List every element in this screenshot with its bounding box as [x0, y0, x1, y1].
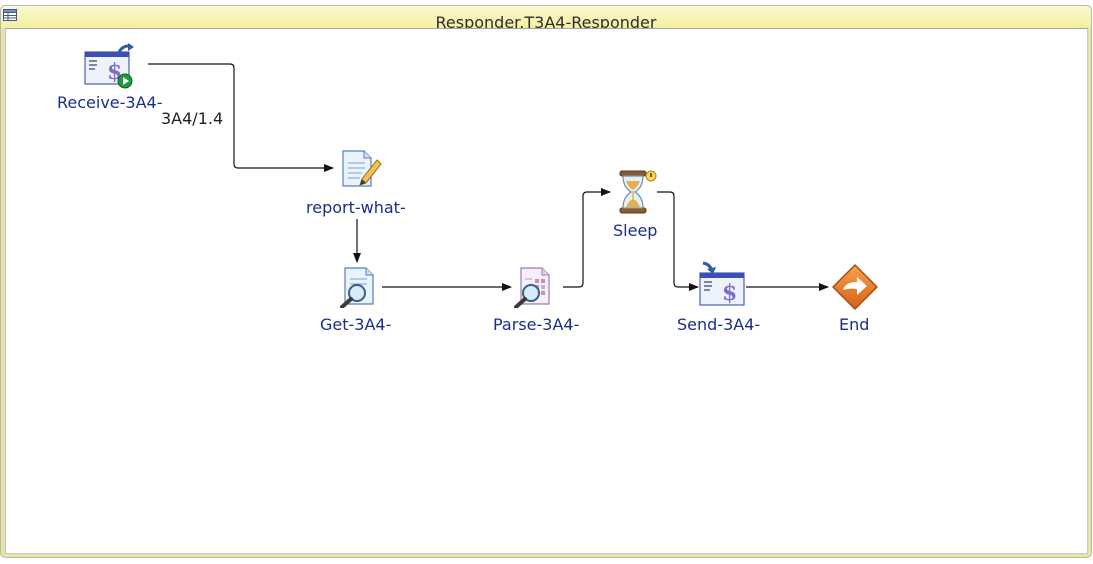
node-label-sleep: Sleep [613, 221, 658, 240]
svg-text:$: $ [722, 280, 737, 306]
table-icon[interactable] [3, 9, 17, 21]
window-title: Responder.T3A4-Responder [435, 13, 657, 28]
node-label-report: report-what- [306, 198, 406, 217]
document-search-icon[interactable] [338, 266, 378, 308]
edge-receive-report[interactable] [148, 63, 334, 172]
edge-parse-sleep[interactable] [563, 188, 611, 288]
end-arrow-icon[interactable] [831, 263, 879, 311]
receive-message-icon[interactable]: $ [83, 43, 135, 89]
send-message-icon[interactable]: $ [696, 261, 748, 307]
document-edit-icon[interactable] [340, 149, 382, 189]
diagram-canvas[interactable]: 3A4/1.4 $ Receive-3A4- report-what- [5, 28, 1088, 554]
process-window: Responder.T3A4-Responder 3A4/1.4 $ [0, 5, 1092, 558]
edge-sleep-send[interactable] [657, 191, 699, 291]
hourglass-icon[interactable] [617, 169, 657, 215]
node-label-end: End [839, 315, 870, 334]
node-label-parse: Parse-3A4- [493, 315, 580, 334]
node-label-receive: Receive-3A4- [57, 93, 163, 112]
diagram-edges [148, 63, 829, 291]
edge-label-receive-report: 3A4/1.4 [161, 109, 224, 128]
parse-document-icon[interactable] [513, 266, 555, 308]
window-titlebar[interactable]: Responder.T3A4-Responder [1, 6, 1091, 28]
node-label-send: Send-3A4- [677, 315, 761, 334]
node-label-get: Get-3A4- [320, 315, 392, 334]
